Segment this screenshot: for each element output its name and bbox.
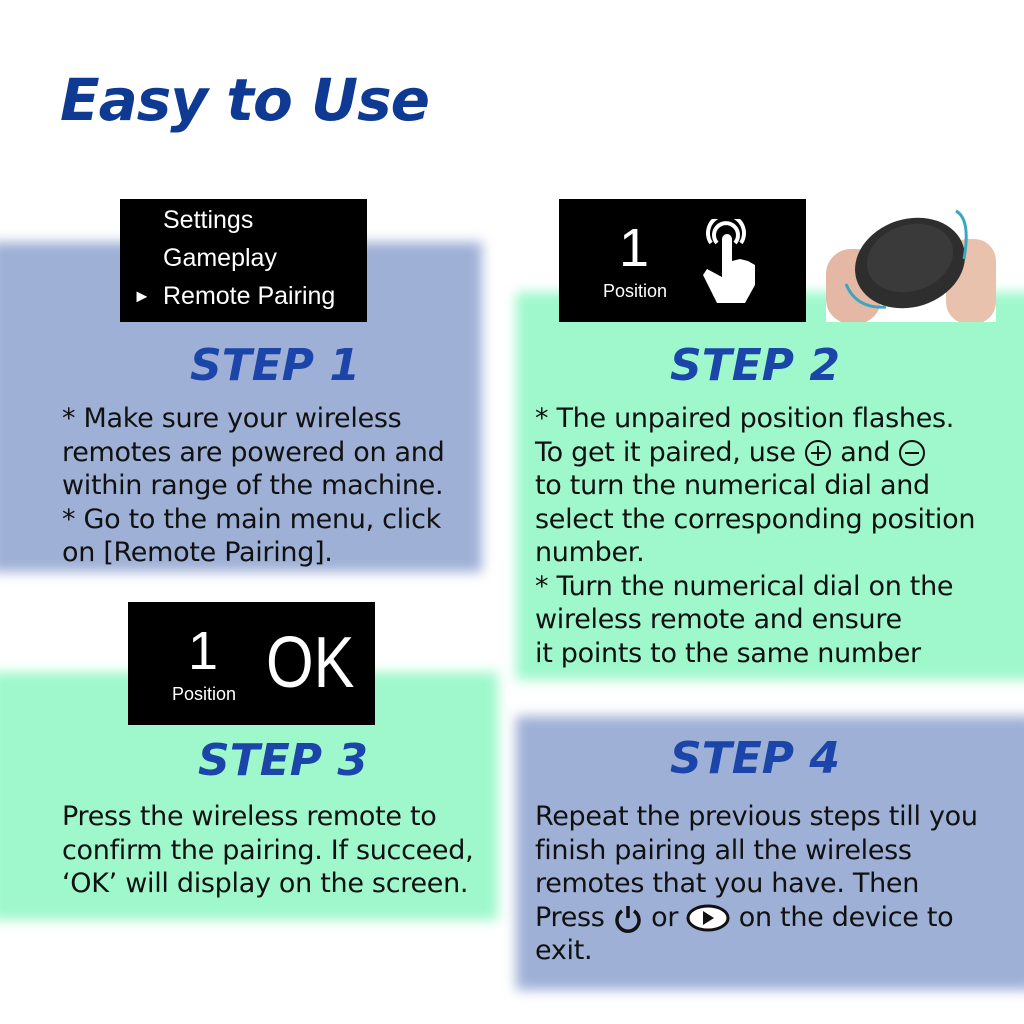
tap-finger-icon: [703, 219, 755, 303]
position-number: 1: [619, 218, 650, 278]
menu-item-gameplay: Gameplay: [163, 244, 277, 272]
step4-heading: STEP 4: [670, 733, 840, 784]
plus-circle-icon[interactable]: [804, 439, 832, 467]
position-number: 1: [188, 621, 219, 681]
position-label: Position: [172, 684, 237, 704]
selected-arrow-icon: ►: [133, 286, 151, 306]
position-screen: 1 Position: [559, 199, 806, 322]
ok-screen: 1 Position OK: [128, 602, 375, 725]
page-title: Easy to Use: [60, 66, 430, 134]
play-icon[interactable]: [686, 904, 730, 932]
ok-status: OK: [266, 623, 355, 703]
step1-text: * Make sure your wireless remotes are po…: [62, 403, 445, 568]
step4-text: Repeat the previous steps till you finis…: [535, 801, 978, 966]
step2-text: * The unpaired position flashes. To get …: [535, 403, 976, 669]
position-label: Position: [603, 281, 668, 301]
power-icon[interactable]: [613, 903, 643, 933]
step2-panel: [516, 292, 1024, 680]
remote-dial-photo: [826, 199, 996, 322]
step1-heading: STEP 1: [190, 340, 360, 391]
step3-text: Press the wireless remote to confirm the…: [62, 801, 474, 899]
step4-panel: [516, 716, 1024, 990]
step2-heading: STEP 2: [670, 340, 840, 391]
step3-heading: STEP 3: [198, 735, 368, 786]
minus-circle-icon[interactable]: [898, 439, 926, 467]
menu-screen: Settings Gameplay ►Remote Pairing: [120, 199, 367, 322]
menu-item-settings: Settings: [163, 206, 254, 234]
menu-item-remote-pairing: ►Remote Pairing: [133, 277, 367, 315]
